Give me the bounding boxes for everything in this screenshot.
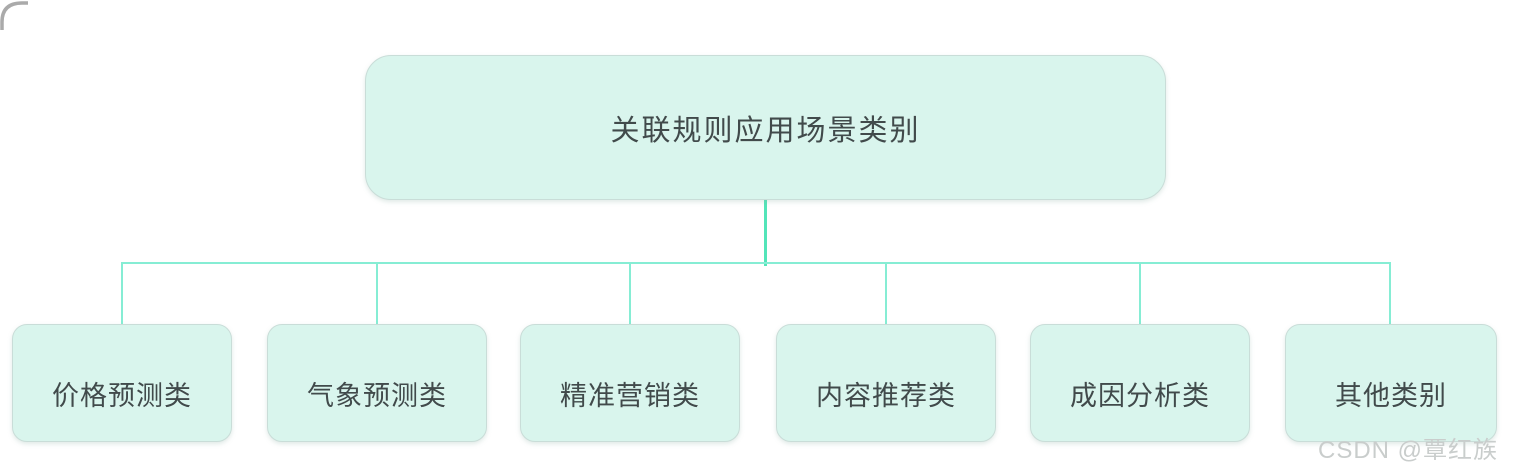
connector-drop-3: [629, 262, 631, 330]
child-node-precision-marketing: 精准营销类: [520, 324, 740, 442]
connector-drop-6: [1389, 262, 1391, 330]
child-node-label: 内容推荐类: [816, 380, 956, 411]
child-node-price-forecast: 价格预测类: [12, 324, 232, 442]
connector-root-drop: [764, 200, 767, 266]
child-node-label: 气象预测类: [307, 380, 447, 411]
window-corner-artifact: [0, 1, 28, 30]
child-node-label: 成因分析类: [1070, 380, 1210, 411]
connector-drop-2: [376, 262, 378, 330]
root-node-label: 关联规则应用场景类别: [610, 114, 921, 147]
watermark: CSDN @覃红族: [1318, 437, 1499, 464]
child-node-other-categories: 其他类别: [1285, 324, 1497, 442]
child-node-label: 价格预测类: [52, 380, 192, 411]
child-node-content-recommendation: 内容推荐类: [776, 324, 996, 442]
child-node-label: 其他类别: [1335, 380, 1447, 411]
connector-horizontal-bus: [121, 262, 1391, 264]
root-node: 关联规则应用场景类别: [365, 55, 1166, 200]
child-node-weather-forecast: 气象预测类: [267, 324, 487, 442]
connector-drop-5: [1139, 262, 1141, 330]
connector-drop-4: [885, 262, 887, 330]
child-node-label: 精准营销类: [560, 380, 700, 411]
connector-drop-1: [121, 262, 123, 330]
child-node-cause-analysis: 成因分析类: [1030, 324, 1250, 442]
